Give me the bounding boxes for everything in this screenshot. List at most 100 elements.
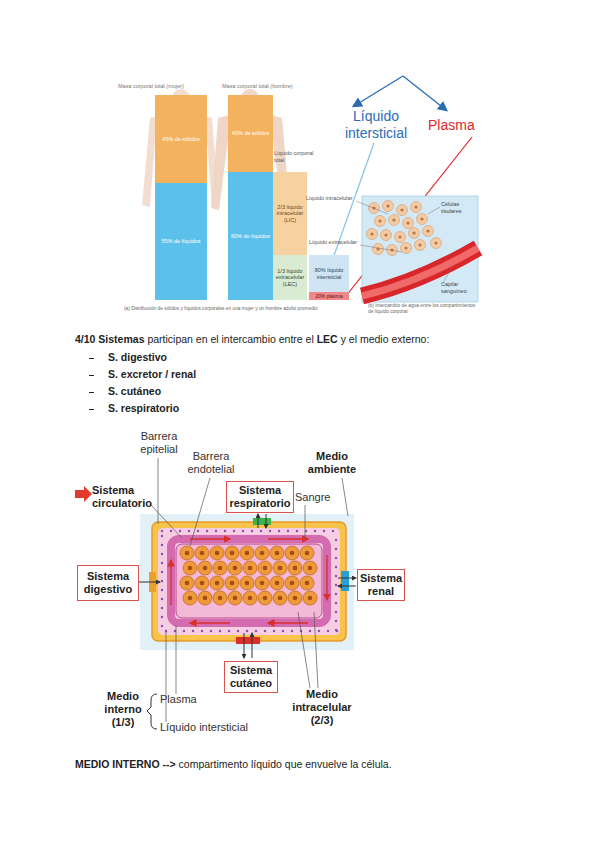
cell bbox=[273, 591, 287, 605]
cell bbox=[240, 546, 254, 560]
tissue-cell bbox=[403, 218, 414, 229]
interstitial-dot bbox=[327, 630, 329, 632]
exchange-arrow bbox=[139, 582, 160, 583]
cell-nucleus bbox=[308, 566, 313, 571]
flow-arrow bbox=[190, 622, 230, 623]
callout-arrow bbox=[354, 76, 403, 106]
node-text: 2/3 líquido intracelular (LIC) bbox=[274, 204, 306, 223]
cell-nucleus bbox=[260, 551, 265, 556]
interstitial-dot bbox=[165, 630, 167, 632]
cell bbox=[303, 561, 317, 575]
cell-nucleus bbox=[263, 566, 268, 571]
tissue-cell bbox=[409, 228, 420, 239]
interstitial-dot bbox=[206, 530, 208, 532]
node-text: Sistema digestivo bbox=[79, 570, 137, 595]
cell-nucleus bbox=[305, 551, 310, 556]
part-label: Barrera epitelial bbox=[126, 430, 192, 456]
leader-line bbox=[342, 478, 348, 516]
blood-vessel bbox=[171, 539, 327, 623]
fluid-band: 80% líquido intersticial bbox=[309, 255, 349, 292]
interstitial-dot bbox=[215, 530, 217, 532]
node-text: Sistema renal bbox=[359, 572, 403, 597]
cell bbox=[213, 591, 227, 605]
cell-nucleus bbox=[293, 596, 298, 601]
cell-nucleus bbox=[386, 204, 389, 207]
tissue-cell bbox=[411, 202, 422, 213]
interstitial-dot bbox=[246, 630, 248, 632]
flow-arrow bbox=[190, 538, 230, 539]
cell bbox=[285, 576, 299, 590]
part-label: Sangre bbox=[295, 491, 330, 504]
interstitial-dot bbox=[228, 630, 230, 632]
cell-nucleus bbox=[392, 218, 395, 221]
cell-nucleus bbox=[215, 581, 220, 586]
node-text: 20% plasma bbox=[315, 292, 343, 300]
cell-nucleus bbox=[230, 581, 235, 586]
node-text: Sistema respiratorio bbox=[228, 484, 292, 509]
list-dash bbox=[89, 409, 94, 410]
exchange-arrow bbox=[266, 514, 267, 528]
cell bbox=[183, 591, 197, 605]
cell bbox=[213, 561, 227, 575]
leader-line bbox=[158, 458, 159, 524]
list-item: S. digestivo bbox=[108, 351, 167, 364]
interstitial-dot bbox=[336, 630, 338, 632]
list-dash bbox=[89, 358, 94, 359]
interstitial-dot bbox=[332, 530, 334, 532]
fluid-band: 1/3 líquido extracelular (LEC) bbox=[273, 255, 307, 300]
leader-line bbox=[176, 625, 177, 694]
inset-background bbox=[362, 196, 478, 302]
part-label: Medio ambiente bbox=[300, 450, 364, 476]
cell bbox=[198, 591, 212, 605]
cell-nucleus bbox=[248, 596, 253, 601]
cell-nucleus bbox=[230, 551, 235, 556]
leader-line bbox=[360, 245, 402, 252]
cell-nucleus bbox=[203, 566, 208, 571]
cell bbox=[210, 576, 224, 590]
interstitial-dot bbox=[335, 611, 337, 613]
system-box: Sistema renal bbox=[357, 569, 405, 601]
part-label: Medio intracelular (2/3) bbox=[286, 688, 358, 728]
cell-nucleus bbox=[275, 581, 280, 586]
cell bbox=[240, 576, 254, 590]
cell bbox=[258, 591, 272, 605]
interstitial-dot bbox=[161, 544, 163, 546]
part-label: Plasma bbox=[160, 693, 197, 706]
interstitial-dot bbox=[161, 535, 163, 537]
tissue-cell bbox=[387, 245, 398, 256]
band-heading: Líquido corporal total bbox=[274, 150, 316, 163]
tissue-cell bbox=[415, 240, 426, 251]
cell-nucleus bbox=[203, 596, 208, 601]
exchange-arrow bbox=[338, 578, 356, 579]
cell-nucleus bbox=[414, 205, 417, 208]
tissue-cell bbox=[367, 229, 378, 240]
node-text: 60% de líquidos bbox=[231, 233, 270, 239]
external-environment bbox=[140, 514, 354, 650]
interstitial-dot bbox=[201, 630, 203, 632]
cell bbox=[243, 561, 257, 575]
epithelial-barrier bbox=[152, 522, 346, 641]
interstitial-dot bbox=[233, 530, 235, 532]
part-label: Líquido intersticial bbox=[160, 721, 248, 734]
tissue-cell bbox=[423, 226, 434, 237]
cell-nucleus bbox=[245, 551, 250, 556]
cell-nucleus bbox=[398, 235, 401, 238]
cell-nucleus bbox=[378, 219, 381, 222]
list-item: S. excretor / renal bbox=[108, 368, 196, 381]
interstitial-dot bbox=[309, 630, 311, 632]
cell bbox=[300, 576, 314, 590]
leader-line bbox=[166, 632, 167, 722]
cell bbox=[225, 546, 239, 560]
exchange-site bbox=[341, 571, 349, 591]
node-text: 1/3 líquido extracelular (LEC) bbox=[274, 268, 306, 287]
interstitial-dot bbox=[242, 530, 244, 532]
list-dash bbox=[89, 375, 94, 376]
body-text: 4/10 Sistemas bbox=[75, 333, 144, 345]
node-text: 45% de sólidos bbox=[162, 136, 199, 142]
exchange-arrow bbox=[258, 514, 259, 528]
fluid-band: 2/3 líquido intracelular (LIC) bbox=[273, 172, 307, 255]
cell bbox=[180, 576, 194, 590]
cell bbox=[273, 561, 287, 575]
exchange-site bbox=[236, 637, 260, 644]
intracellular-cells bbox=[180, 546, 317, 605]
